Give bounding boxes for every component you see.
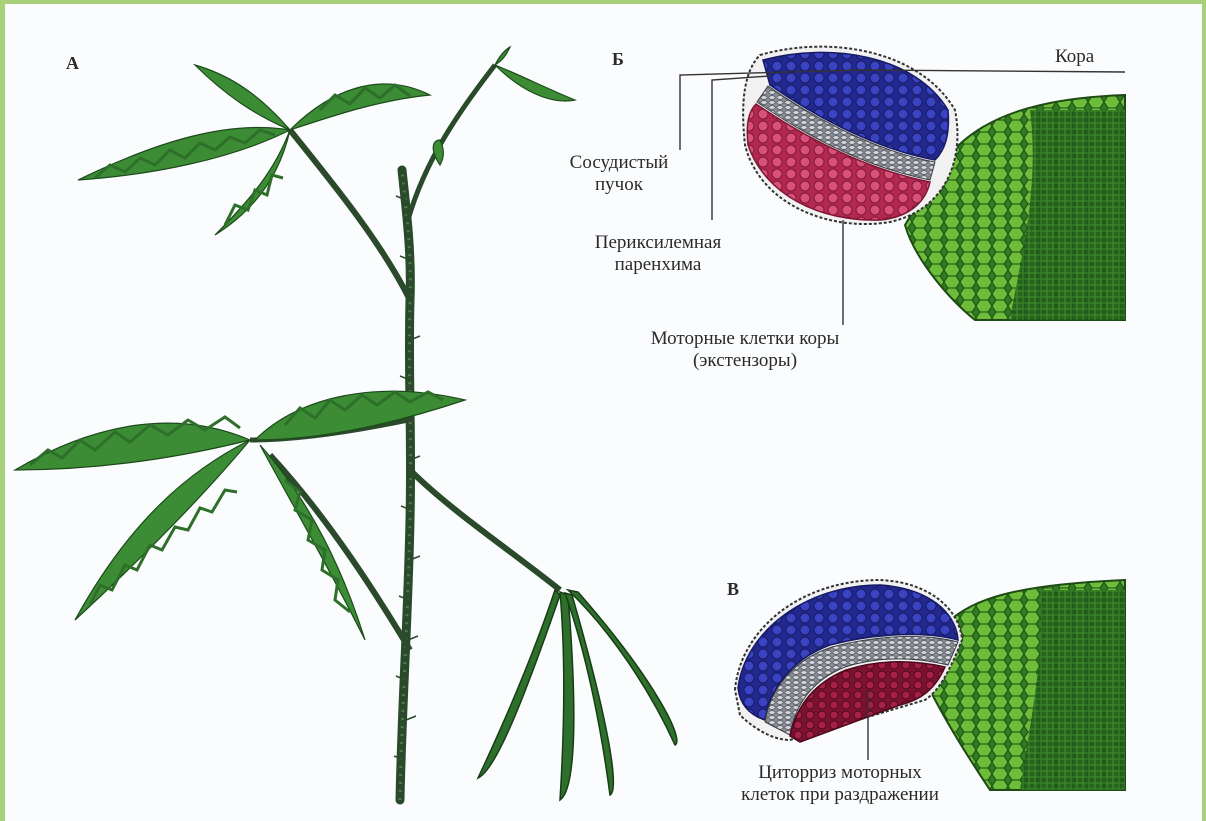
label-perixylem-line2: паренхима [558, 254, 758, 276]
panel-letter-b: Б [612, 48, 624, 70]
label-perixylem-parenchyma: Периксилемная паренхима [558, 232, 758, 276]
label-perixylem-line1: Периксилемная [558, 232, 758, 254]
label-motor-cells-line2: (экстензоры) [595, 350, 895, 372]
label-cytorrhysis-line2: клеток при раздражении [705, 784, 975, 806]
label-motor-cells-line1: Моторные клетки коры [595, 328, 895, 350]
pulvinus-section-v [735, 580, 1125, 790]
panel-letter-v: В [727, 578, 739, 600]
label-motor-cells: Моторные клетки коры (экстензоры) [595, 328, 895, 372]
label-cortex: Кора [1055, 46, 1094, 68]
label-cytorrhysis: Циторриз моторных клеток при раздражении [705, 762, 975, 806]
pulvinus-section-b [743, 47, 1125, 320]
panel-letter-a: А [66, 52, 79, 74]
label-vascular-bundle: Сосудистый пучок [548, 152, 690, 196]
label-vascular-bundle-line1: Сосудистый [548, 152, 690, 174]
label-vascular-bundle-line2: пучок [548, 174, 690, 196]
label-cytorrhysis-line1: Циторриз моторных [705, 762, 975, 784]
